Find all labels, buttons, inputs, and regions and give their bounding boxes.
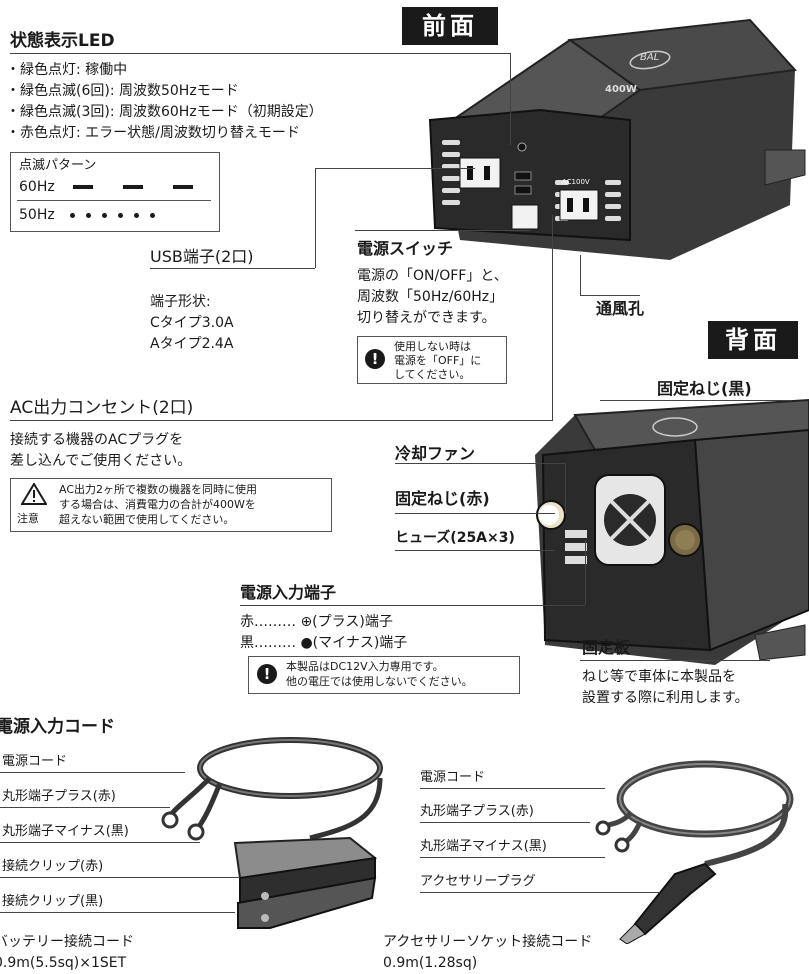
led-item: ・緑色点滅(3回): 周波数60Hzモード（初期設定） — [6, 104, 323, 120]
blink-pattern-header: 点滅パターン — [19, 158, 97, 173]
ac-caution-box: 注意 AC出力2ヶ所で複数の機器を同時に使用 する場合は、消費電力の合計が400… — [10, 478, 332, 532]
power-switch-title: 電源スイッチ — [357, 239, 454, 258]
ac-outlet-title: AC出力コンセント(2口) — [10, 398, 194, 418]
vent-label: 通風孔 — [596, 299, 645, 318]
power-switch-line: 電源の「ON/OFF」と、 — [357, 268, 508, 284]
power-input-title: 電源入力端子 — [240, 583, 337, 602]
caution-label: 注意 — [17, 512, 39, 525]
device-brand-label: BAL — [640, 52, 660, 63]
fuse-label: ヒューズ(25A×3) — [395, 530, 515, 546]
short-blink-icon — [70, 212, 76, 218]
usb-line: Aタイプ2.4A — [150, 336, 234, 352]
accessory-cord-name: アクセサリーソケット接続コード — [383, 934, 593, 950]
caution-line: AC出力2ヶ所で複数の機器を同時に使用 — [59, 483, 258, 496]
battery-cord-spec: 0.9m(5.5sq)×1SET — [0, 955, 127, 971]
power-switch-note: ! 使用しない時は 電源を「OFF」に してください。 — [357, 336, 507, 384]
battery-cord-label: 接続クリップ(赤) — [2, 859, 104, 874]
cord-section-title: 電源入力コード — [0, 717, 115, 737]
blink-pattern-box: 点滅パターン 60Hz 50Hz — [10, 152, 220, 232]
power-input-red: 赤……… ⊕(プラス)端子 — [240, 614, 393, 630]
usb-line: Cタイプ3.0A — [150, 315, 234, 331]
plate-title: 固定板 — [582, 638, 631, 657]
usb-title: USB端子(2口) — [150, 247, 254, 266]
power-input-note: ! 本製品はDC12V入力専用です。 他の電圧では使用しないでください。 — [248, 656, 520, 694]
note-line: してください。 — [394, 368, 471, 381]
power-switch-line: 周波数「50Hz/60Hz」 — [357, 289, 504, 305]
exclamation-icon: ! — [257, 664, 277, 684]
plate-line: 設置する際に利用します。 — [582, 690, 749, 706]
ac-outlet-line: 接続する機器のACプラグを — [10, 432, 184, 448]
battery-cord-label: 接続クリップ(黒) — [2, 894, 104, 909]
note-line: 使用しない時は — [394, 340, 471, 353]
inverter-front-illustration — [428, 18, 806, 260]
hz60-label: 60Hz — [19, 179, 55, 195]
ac-outlet-line: 差し込んでご使用ください。 — [10, 453, 192, 469]
battery-cord-label: 丸形端子プラス(赤) — [2, 789, 116, 804]
accessory-cord-label: 丸形端子プラス(赤) — [420, 804, 534, 819]
plate-line: ねじ等で車体に本製品を — [582, 669, 736, 685]
battery-cord-illustration — [161, 737, 383, 929]
accessory-cord-label: 電源コード — [420, 770, 486, 785]
battery-cord-label: 丸形端子マイナス(黒) — [2, 824, 129, 839]
short-blink-icon — [86, 212, 92, 218]
short-blink-icon — [150, 212, 156, 218]
note-line: 他の電圧では使用しないでください。 — [286, 675, 473, 688]
power-input-black: 黒……… ●(マイナス)端子 — [240, 635, 408, 651]
battery-cord-name: バッテリー接続コード — [0, 934, 134, 950]
long-blink-icon — [173, 185, 194, 189]
blink-pattern-50hz: 50Hz — [19, 205, 156, 226]
caution-line: 超えない範囲で使用してください。 — [59, 513, 235, 526]
caution-line: する場合は、消費電力の合計が400Wを — [59, 498, 256, 511]
accessory-cord-label: 丸形端子マイナス(黒) — [420, 839, 547, 854]
long-blink-icon — [123, 185, 144, 189]
accessory-cord-label: アクセサリープラグ — [420, 874, 536, 889]
led-title: 状態表示LED — [10, 31, 115, 51]
back-tag: 背面 — [708, 321, 798, 359]
battery-cord-label: 電源コード — [2, 754, 68, 769]
accessory-cord-illustration — [595, 760, 794, 944]
note-line: 電源を「OFF」に — [394, 354, 482, 367]
front-tag: 前面 — [402, 7, 498, 45]
accessory-cord-spec: 0.9m(1.28sq) — [383, 955, 478, 971]
screw-red-label: 固定ねじ(赤) — [395, 489, 490, 508]
note-line: 本製品はDC12V入力専用です。 — [286, 660, 444, 673]
long-blink-icon — [73, 185, 94, 189]
exclamation-icon: ! — [365, 349, 385, 369]
short-blink-icon — [134, 212, 140, 218]
device-socket-label: AC100V — [562, 178, 590, 186]
power-switch-line: 切り替えができます。 — [357, 310, 496, 326]
warning-triangle-icon — [21, 483, 47, 505]
device-model-label: 400W — [605, 84, 637, 95]
fan-label: 冷却ファン — [395, 444, 476, 463]
screw-black-label: 固定ねじ(黒) — [657, 379, 752, 398]
led-item: ・赤色点灯: エラー状態/周波数切り替えモード — [6, 125, 300, 141]
inverter-rear-illustration — [535, 398, 809, 665]
led-item: ・緑色点灯: 稼働中 — [6, 62, 128, 78]
short-blink-icon — [118, 212, 124, 218]
short-blink-icon — [102, 212, 108, 218]
usb-line: 端子形状: — [150, 294, 211, 310]
led-item: ・緑色点滅(6回): 周波数50Hzモード — [6, 83, 239, 99]
blink-pattern-60hz: 60Hz — [19, 177, 194, 198]
hz50-label: 50Hz — [19, 207, 55, 223]
